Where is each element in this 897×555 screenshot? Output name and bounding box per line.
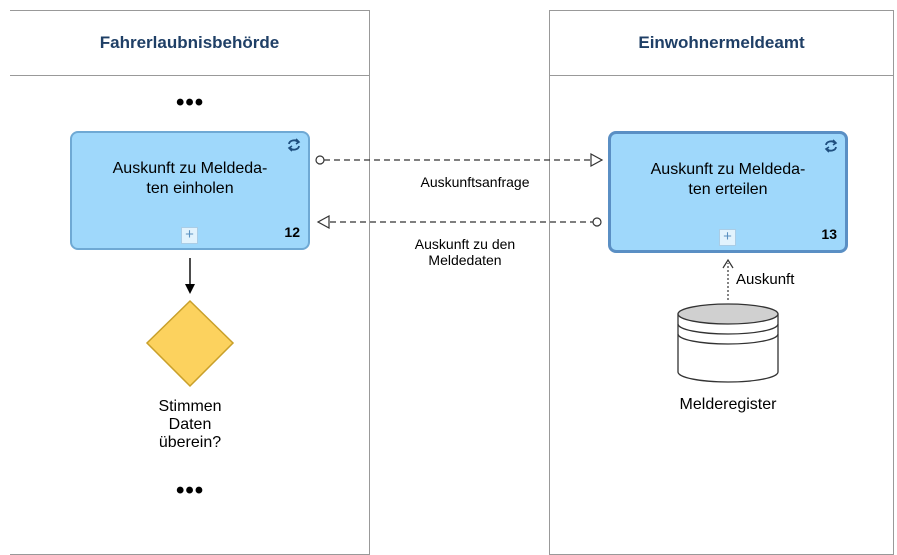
message-flow-response[interactable] — [316, 214, 602, 230]
task-label: Auskunft zu Meldeda- ten erteilen — [650, 161, 806, 198]
gateway-label: Stimmen Daten überein? — [158, 398, 222, 451]
data-association[interactable] — [722, 258, 734, 300]
pool-title: Fahrerlaubnisbehörde — [10, 11, 369, 76]
message-flow-request[interactable] — [315, 152, 604, 168]
sequence-flow[interactable] — [185, 258, 195, 294]
task-number: 12 — [284, 224, 300, 240]
task-number: 13 — [821, 226, 837, 242]
message-label-response: Auskunft zu den Meldedaten — [414, 236, 516, 268]
expand-plus-icon[interactable]: + — [719, 229, 736, 246]
datastore-cylinder-icon[interactable] — [677, 303, 779, 383]
task-auskunft-erteilen[interactable]: Auskunft zu Meldeda- ten erteilen + 13 — [608, 131, 848, 253]
association-label: Auskunft — [736, 271, 795, 288]
loop-icon — [824, 139, 838, 153]
pool-einwohnermeldeamt[interactable]: Einwohnermeldeamt — [549, 10, 894, 555]
task-label: Auskunft zu Meldeda- ten einholen — [112, 160, 268, 197]
exclusive-gateway[interactable] — [145, 299, 235, 388]
expand-plus-icon[interactable]: + — [181, 227, 198, 244]
pool-title: Einwohnermeldeamt — [550, 11, 893, 76]
task-auskunft-einholen[interactable]: Auskunft zu Meldeda- ten einholen + 12 — [70, 131, 310, 250]
loop-icon — [287, 138, 301, 152]
message-label-request: Auskunftsanfrage — [420, 174, 530, 190]
datastore-label: Melderegister — [679, 396, 777, 413]
